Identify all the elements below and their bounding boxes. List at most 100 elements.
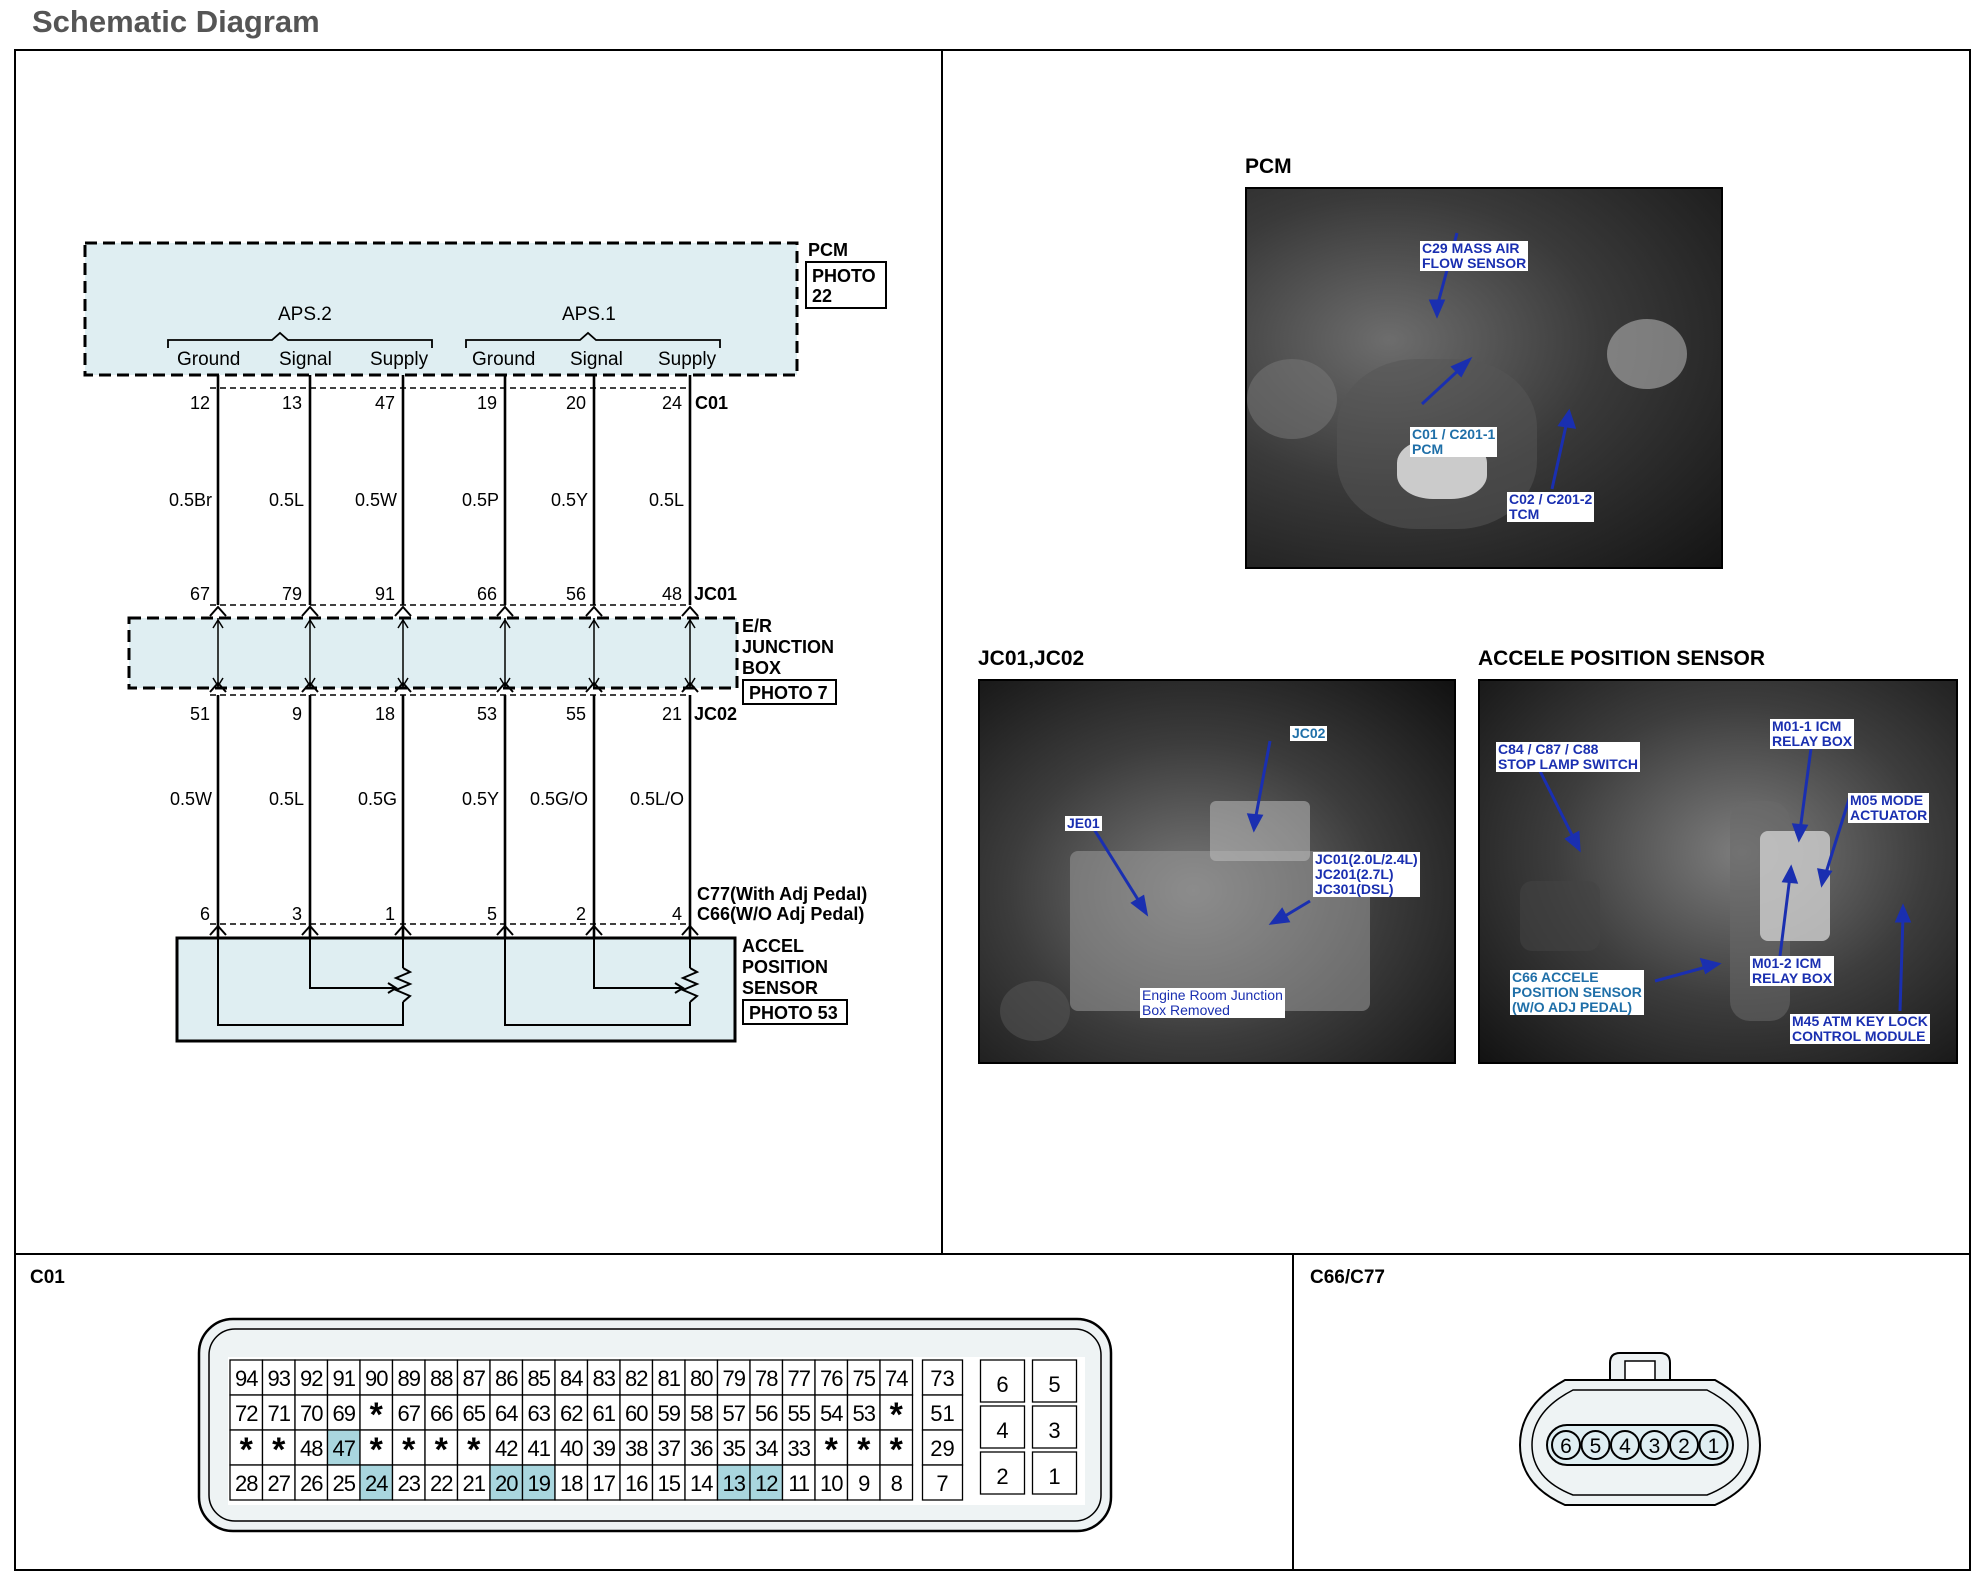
c01-pin-cell — [489, 1359, 524, 1396]
sensor-pin-number: 5 — [487, 904, 497, 924]
sensor-connector-name-1: C77(With Adj Pedal) — [697, 884, 867, 904]
c01-pin-label: 93 — [268, 1366, 291, 1391]
c01-pin-label: 67 — [398, 1401, 421, 1426]
c01-pin-label: 90 — [365, 1366, 388, 1391]
c66-pin — [1639, 1430, 1670, 1460]
pcm-photo-ref: PHOTO — [812, 266, 876, 286]
c01-pin-label: 77 — [788, 1366, 811, 1391]
c66-pin — [1669, 1430, 1699, 1460]
c01-pin-cell — [554, 1464, 589, 1501]
c66-pin-label: 4 — [1619, 1435, 1631, 1458]
c01-pin-cell — [489, 1429, 524, 1466]
c01-block-label: 4 — [996, 1418, 1008, 1443]
aps2-supply-label: Supply — [370, 349, 429, 370]
jc02-pin-number: 51 — [190, 704, 210, 724]
c01-pin-label: 75 — [853, 1366, 876, 1391]
junction-photo-box — [742, 679, 837, 705]
c01-pin-cell — [456, 1394, 491, 1431]
c01-pin-label: 26 — [300, 1471, 323, 1496]
c01-pin-empty: * — [272, 1431, 286, 1469]
c01-pin-label: 14 — [690, 1471, 713, 1496]
c01-pin-label: 38 — [625, 1436, 648, 1461]
jc01-connector-name: JC01 — [694, 584, 737, 604]
wire-color-lower: 0.5W — [170, 789, 212, 809]
c01-pin-cell — [391, 1359, 426, 1396]
c01-pin-label: 47 — [333, 1436, 356, 1461]
c01-pin-cell — [846, 1464, 881, 1501]
aps1-ground-label: Ground — [472, 349, 535, 370]
c01-pin-label: 76 — [820, 1366, 843, 1391]
wire-color-upper: 0.5Br — [169, 490, 212, 510]
bridge-arrow — [684, 618, 696, 629]
c01-pin-cell — [294, 1429, 329, 1466]
c01-pin-label: 24 — [365, 1471, 388, 1496]
pcm-photo-number: 22 — [812, 286, 832, 306]
c01-pin-cell — [781, 1359, 816, 1396]
c01-pin-cell — [814, 1464, 849, 1501]
wire-color-lower: 0.5L — [269, 789, 304, 809]
c01-pin-cell — [781, 1464, 816, 1501]
pcm-callout-c01: C01 / C201-1 PCM — [1410, 426, 1498, 457]
c01-pin-label: 83 — [593, 1366, 616, 1391]
c01-pin-label: 53 — [853, 1401, 876, 1426]
c01-pin-label: 66 — [430, 1401, 453, 1426]
c01-pin-label: 19 — [528, 1471, 551, 1496]
c01-pin-empty: * — [435, 1431, 449, 1469]
c01-pin-label: 28 — [235, 1471, 258, 1496]
c01-pin-label: 10 — [820, 1471, 843, 1496]
c01-pin-cell — [879, 1464, 914, 1501]
c01-pin-label: 8 — [891, 1471, 903, 1496]
c01-pin-label: 13 — [723, 1471, 746, 1496]
c01-pin-label: 74 — [885, 1366, 908, 1391]
c01-pin-cell — [229, 1464, 264, 1501]
c01-pin-label: 18 — [560, 1471, 583, 1496]
c01-pin-cell — [651, 1464, 686, 1501]
c01-pin-label: 55 — [788, 1401, 811, 1426]
aps-photo-title: ACCELE POSITION SENSOR — [1478, 647, 1766, 670]
c01-pin-label: 40 — [560, 1436, 583, 1461]
c01-pin-empty: * — [825, 1431, 839, 1469]
bridge-arrow — [499, 618, 511, 629]
terminal-chevron — [301, 924, 319, 936]
c01-pin-number: 13 — [282, 393, 302, 413]
junction-box-label-1: E/R — [742, 616, 772, 636]
bridge-arrow — [684, 677, 696, 688]
c01-pin-label: 80 — [690, 1366, 713, 1391]
c01-block-label: 3 — [1048, 1418, 1060, 1443]
aps-callout-stop-lamp: C84 / C87 / C88 STOP LAMP SWITCH — [1496, 741, 1641, 772]
jc01-pin-number: 79 — [282, 584, 302, 604]
c01-pin-label: 79 — [723, 1366, 746, 1391]
c66-connector-title: C66/C77 — [1310, 1267, 1385, 1288]
c01-pin-cell — [879, 1429, 914, 1466]
bridge-arrow — [304, 677, 316, 688]
bridge-arrow — [212, 677, 224, 688]
jc-callout-jc02: JC02 — [1290, 725, 1328, 741]
terminal-chevron — [496, 605, 514, 617]
c01-pin-label: 89 — [398, 1366, 421, 1391]
c01-pin-number: 12 — [190, 393, 210, 413]
c66-pin-label: 1 — [1708, 1435, 1720, 1458]
c01-pin-empty: * — [370, 1431, 384, 1469]
c01-pin-cell — [489, 1394, 524, 1431]
c01-pin-label: 81 — [658, 1366, 681, 1391]
sensor-label-1: ACCEL — [742, 936, 804, 956]
c01-pin-empty: * — [370, 1396, 384, 1434]
c01-pin-label: 57 — [723, 1401, 746, 1426]
c01-pin-cell — [424, 1394, 459, 1431]
potentiometer-aps2 — [217, 938, 413, 1026]
c01-pin-label: 37 — [658, 1436, 681, 1461]
sensor-pin-number: 1 — [385, 904, 395, 924]
terminal-chevron — [681, 605, 699, 617]
c01-pin-label: 64 — [495, 1401, 518, 1426]
c01-pin-empty: * — [890, 1396, 904, 1434]
c01-pin-cell — [716, 1464, 751, 1501]
wire-color-upper: 0.5Y — [551, 490, 588, 510]
jc02-pin-number: 55 — [566, 704, 586, 724]
pcm-photo-title: PCM — [1245, 155, 1292, 178]
terminal-chevron — [394, 605, 412, 617]
c01-pin-cell — [684, 1464, 719, 1501]
aps-callout-m01-1: M01-1 ICM RELAY BOX — [1770, 718, 1855, 749]
c01-pin-cell — [586, 1394, 621, 1431]
terminal-chevron — [209, 924, 227, 936]
